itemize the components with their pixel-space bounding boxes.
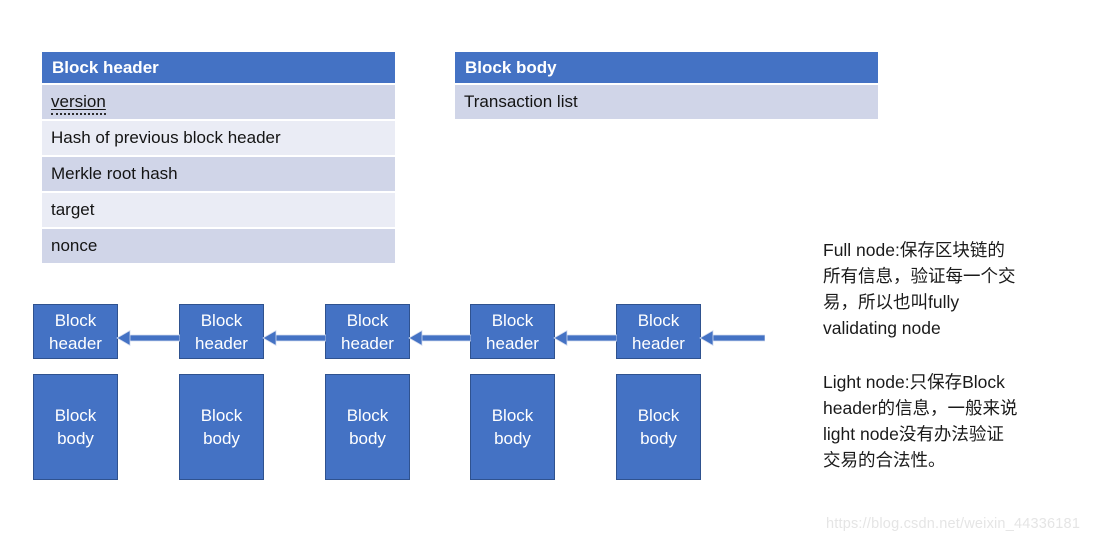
block-body-table-title: Block body [455,52,878,83]
chain-block-header-4: Block header [470,304,555,359]
light-node-note: Light node:只保存Block header的信息，一般来说 light… [823,372,1018,470]
chain-block-header-1: Block header [33,304,118,359]
prev-block-arrow-icon [553,329,617,347]
chain-block-body-2: Block body [179,374,264,480]
chain-block-header-3: Block header [325,304,410,359]
chain-block-body-4: Block body [470,374,555,480]
csdn-watermark: https://blog.csdn.net/weixin_44336181 [826,516,1081,532]
chain-block-body-1: Block body [33,374,118,480]
chain-block-body-3: Block body [325,374,410,480]
chain-block-header-2: Block header [179,304,264,359]
prev-block-arrow-icon [408,329,471,347]
prev-block-arrow-icon [699,329,765,347]
version-label: version [51,91,106,115]
chain-block-header-5: Block header [616,304,701,359]
prev-block-arrow-icon [262,329,326,347]
table-row-merkle-root: Merkle root hash [42,157,395,191]
block-header-table-title: Block header [42,52,395,83]
block-header-table: Block header version Hash of previous bl… [42,52,395,263]
table-row-version: version [42,85,395,119]
prev-block-arrow-icon [116,329,180,347]
chain-block-body-5: Block body [616,374,701,480]
table-row-target: target [42,193,395,227]
block-body-table: Block body Transaction list [455,52,878,119]
table-row-nonce: nonce [42,229,395,263]
full-node-note: Full node:保存区块链的 所有信息，验证每一个交 易，所以也叫fully… [823,240,1016,338]
table-row-prev-hash: Hash of previous block header [42,121,395,155]
table-row-transaction-list: Transaction list [455,85,878,119]
